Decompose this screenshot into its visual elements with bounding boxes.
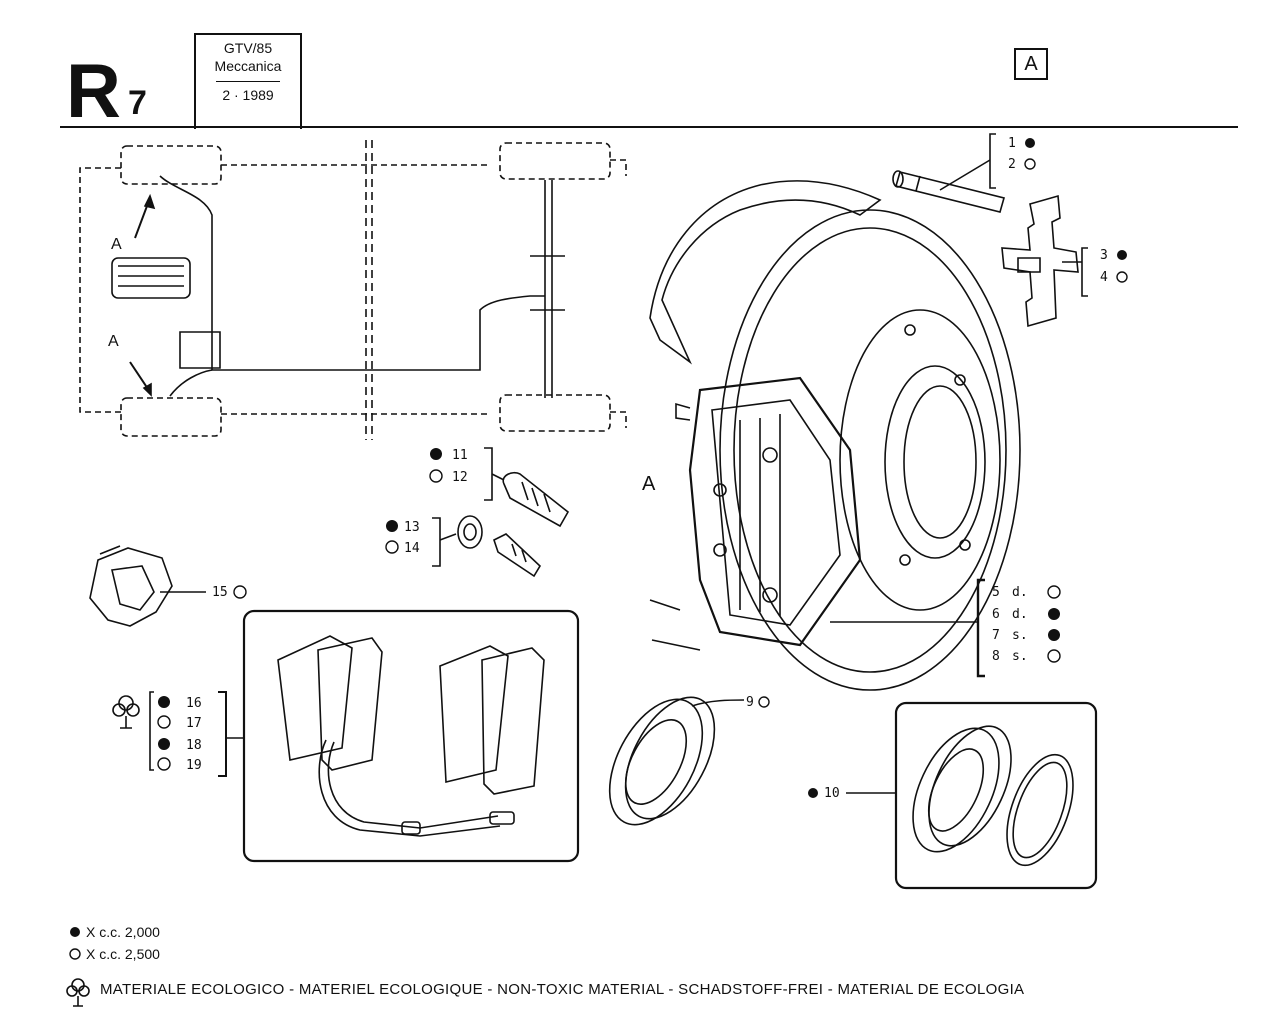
eco-material-note: MATERIALE ECOLOGICO - MATERIEL ECOLOGIQU… [100, 981, 1025, 998]
title-divider [216, 81, 280, 82]
marker-open-2 [1024, 158, 1036, 170]
part-suffix-5: d. [1012, 585, 1028, 600]
bracket-16-19 [218, 691, 227, 777]
bleeder-screw-small [493, 533, 542, 578]
part-label-19: 19 [186, 758, 202, 773]
callout-a-bottom: A [108, 333, 119, 350]
marker-open-17 [157, 715, 171, 729]
guide-pin [892, 159, 1005, 213]
leader-9 [691, 699, 745, 707]
marker-filled-13 [386, 520, 398, 532]
section-label: Meccanica [214, 58, 282, 74]
marker-open-8 [1047, 649, 1061, 663]
bleeder-screw-large [502, 471, 570, 528]
marker-open-12 [429, 469, 443, 483]
dust-seal [608, 696, 716, 826]
marker-filled-10 [808, 788, 818, 798]
marker-filled-1 [1025, 138, 1035, 148]
part-suffix-7: s. [1012, 628, 1028, 643]
seal-kit-box [894, 701, 1098, 890]
title-box: GTV/85 Meccanica 2 · 1989 [194, 33, 302, 129]
bracket-13-14 [432, 517, 441, 567]
brake-pads-with-sensor [277, 635, 545, 837]
bracket-11-12 [484, 447, 493, 501]
marker-open-4 [1116, 271, 1128, 283]
date-label: 2 · 1989 [222, 87, 274, 103]
part-label-17: 17 [186, 716, 202, 731]
sheet-number: 7 [128, 84, 147, 122]
part-label-10: 10 [824, 786, 840, 801]
sheet-code: R [66, 49, 121, 134]
part-suffix-6: d. [1012, 607, 1028, 622]
part-label-9: 9 [746, 695, 754, 710]
legend-open-marker [69, 948, 81, 960]
brake-pads-box [242, 609, 580, 863]
part-label-7: 7 [992, 628, 1000, 643]
marker-filled-3 [1117, 250, 1127, 260]
part-label-3: 3 [1100, 248, 1108, 263]
brake-disc-assembly [649, 180, 1021, 691]
part-label-2: 2 [1008, 157, 1016, 172]
marker-open-9 [758, 696, 770, 708]
marker-filled-6 [1048, 608, 1060, 620]
marker-filled-18 [158, 738, 170, 750]
legend-filled-text: X c.c. 2,000 [86, 924, 160, 940]
chassis-overview [79, 140, 627, 440]
piston-seal-kit [912, 725, 1074, 867]
view-label-box: A [1014, 48, 1048, 80]
model-label: GTV/85 [223, 40, 273, 56]
callout-a-top: A [111, 236, 122, 253]
bracket-5-8 [976, 578, 985, 678]
part-label-5: 5 [992, 585, 1000, 600]
leader-13-14 [439, 533, 457, 541]
part-label-18: 18 [186, 738, 202, 753]
part-label-16: 16 [186, 696, 202, 711]
part-label-15: 15 [212, 585, 228, 600]
eco-tree-icon [112, 695, 140, 729]
eco-tree-icon-legend [66, 978, 90, 1007]
part-label-11: 11 [452, 448, 468, 463]
part-label-13: 13 [404, 520, 420, 535]
bracket-16-19-eco [149, 691, 154, 771]
part-label-6: 6 [992, 607, 1000, 622]
marker-open-19 [157, 757, 171, 771]
legend-open-text: X c.c. 2,500 [86, 946, 160, 962]
part-suffix-8: s. [1012, 649, 1028, 664]
leader-11-12 [491, 473, 505, 481]
bracket-1-2 [989, 133, 996, 189]
part-label-1: 1 [1008, 136, 1016, 151]
part-label-14: 14 [404, 541, 420, 556]
marker-filled-7 [1048, 629, 1060, 641]
marker-open-5 [1047, 585, 1061, 599]
marker-filled-16 [158, 696, 170, 708]
legend-filled-marker [70, 927, 80, 937]
bracket-3-4 [1081, 247, 1088, 297]
marker-open-14 [385, 540, 399, 554]
marker-filled-11 [430, 448, 442, 460]
part-label-12: 12 [452, 470, 468, 485]
callout-a-caliper: A [642, 473, 656, 495]
part-label-8: 8 [992, 649, 1000, 664]
bleeder-nut [457, 515, 483, 549]
part-label-4: 4 [1100, 270, 1108, 285]
caliper-half [89, 545, 173, 627]
header-rule [60, 126, 1238, 128]
marker-open-15 [233, 585, 247, 599]
anti-rattle-spring [1001, 194, 1079, 328]
